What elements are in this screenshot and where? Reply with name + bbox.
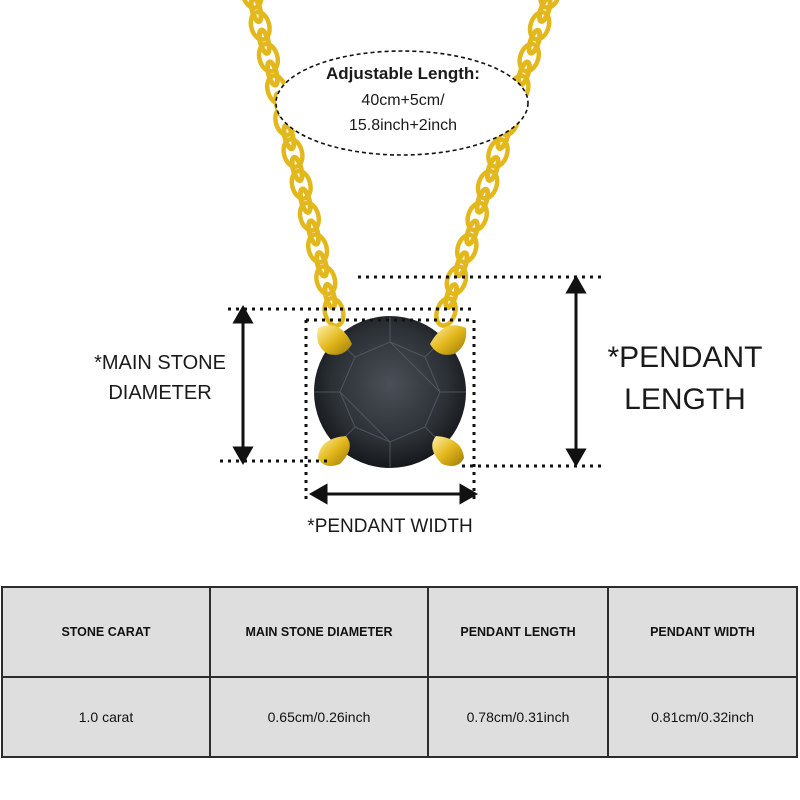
pendant-length-label: *PENDANT LENGTH xyxy=(590,337,780,421)
table-row: 1.0 carat 0.65cm/0.26inch 0.78cm/0.31inc… xyxy=(1,676,798,758)
prong-top-left xyxy=(317,325,352,355)
chain-link xyxy=(256,41,281,74)
guide-lines xyxy=(220,275,604,500)
chain-link xyxy=(281,122,297,152)
necklace-illustration xyxy=(220,0,604,505)
chain-link xyxy=(484,154,501,183)
arrowhead-up xyxy=(565,274,587,294)
chain-link xyxy=(527,9,552,42)
pendant-length-label-line1: *PENDANT xyxy=(607,341,763,374)
chain-link xyxy=(517,41,542,74)
chain-link xyxy=(538,0,562,10)
value-stone-carat: 1.0 carat xyxy=(1,676,211,758)
chain-link xyxy=(464,218,480,247)
spec-table: STONE CARAT MAIN STONE DIAMETER PENDANT … xyxy=(1,586,798,758)
chain-link xyxy=(474,186,491,215)
main-stone-label-line2: DIAMETER xyxy=(108,382,212,404)
chain-link xyxy=(486,137,510,169)
arrowhead-up xyxy=(232,304,254,324)
chain-link xyxy=(536,0,553,24)
chain-link xyxy=(297,200,322,233)
arrowhead-down xyxy=(232,446,254,466)
chain-link xyxy=(248,0,264,25)
chain-link xyxy=(434,296,458,328)
chain-link xyxy=(314,264,338,297)
chain-link xyxy=(306,218,321,247)
chain-link xyxy=(322,296,346,328)
adjustable-length-inch: 15.8inch+2inch xyxy=(348,117,458,134)
dimension-arrows xyxy=(232,274,587,505)
value-pendant-length: 0.78cm/0.31inch xyxy=(427,676,609,758)
pendant-width-label: *PENDANT WIDTH xyxy=(307,516,473,537)
header-pendant-width: PENDANT WIDTH xyxy=(607,586,798,678)
prong-top-right xyxy=(430,325,467,355)
prong-bottom-right xyxy=(432,436,464,466)
header-stone-carat: STONE CARAT xyxy=(1,586,211,678)
chain-link xyxy=(526,27,543,56)
chain-link xyxy=(305,232,330,265)
table-header-row: STONE CARAT MAIN STONE DIAMETER PENDANT … xyxy=(1,586,798,678)
length-callout-ellipse xyxy=(275,50,529,156)
chain-right xyxy=(434,0,562,328)
chain-link xyxy=(281,137,305,169)
pendant xyxy=(314,316,467,468)
value-pendant-width: 0.81cm/0.32inch xyxy=(607,676,798,758)
chain-link xyxy=(289,154,305,184)
chain-link xyxy=(314,250,330,279)
adjustable-length-title: Adjustable Length: xyxy=(326,64,480,83)
chain-link xyxy=(297,186,313,215)
main-stone-label-line1: *MAIN STONE xyxy=(94,352,226,374)
pendant-length-label-line2: LENGTH xyxy=(624,383,746,416)
chain-left xyxy=(240,0,346,328)
arrowhead-left xyxy=(308,483,328,505)
chain-link xyxy=(240,0,264,10)
main-stone-diameter-label: *MAIN STONE DIAMETER xyxy=(60,348,260,408)
prong-bottom-left xyxy=(318,436,350,466)
value-main-stone-diameter: 0.65cm/0.26inch xyxy=(209,676,429,758)
adjustable-length-cm: 40cm+5cm/ xyxy=(361,92,445,109)
chain-link xyxy=(248,9,272,42)
chain-link xyxy=(465,200,490,233)
arrowhead-right xyxy=(459,483,479,505)
chain-link xyxy=(443,282,460,311)
chain-link xyxy=(289,168,313,201)
arrowhead-down xyxy=(565,448,587,468)
chain-link xyxy=(454,232,479,265)
chain-link xyxy=(265,59,280,88)
chain-link xyxy=(475,168,500,201)
chain-link xyxy=(453,250,470,279)
chain-link xyxy=(256,27,272,56)
header-pendant-length: PENDANT LENGTH xyxy=(427,586,609,678)
header-main-stone-diameter: MAIN STONE DIAMETER xyxy=(209,586,429,678)
